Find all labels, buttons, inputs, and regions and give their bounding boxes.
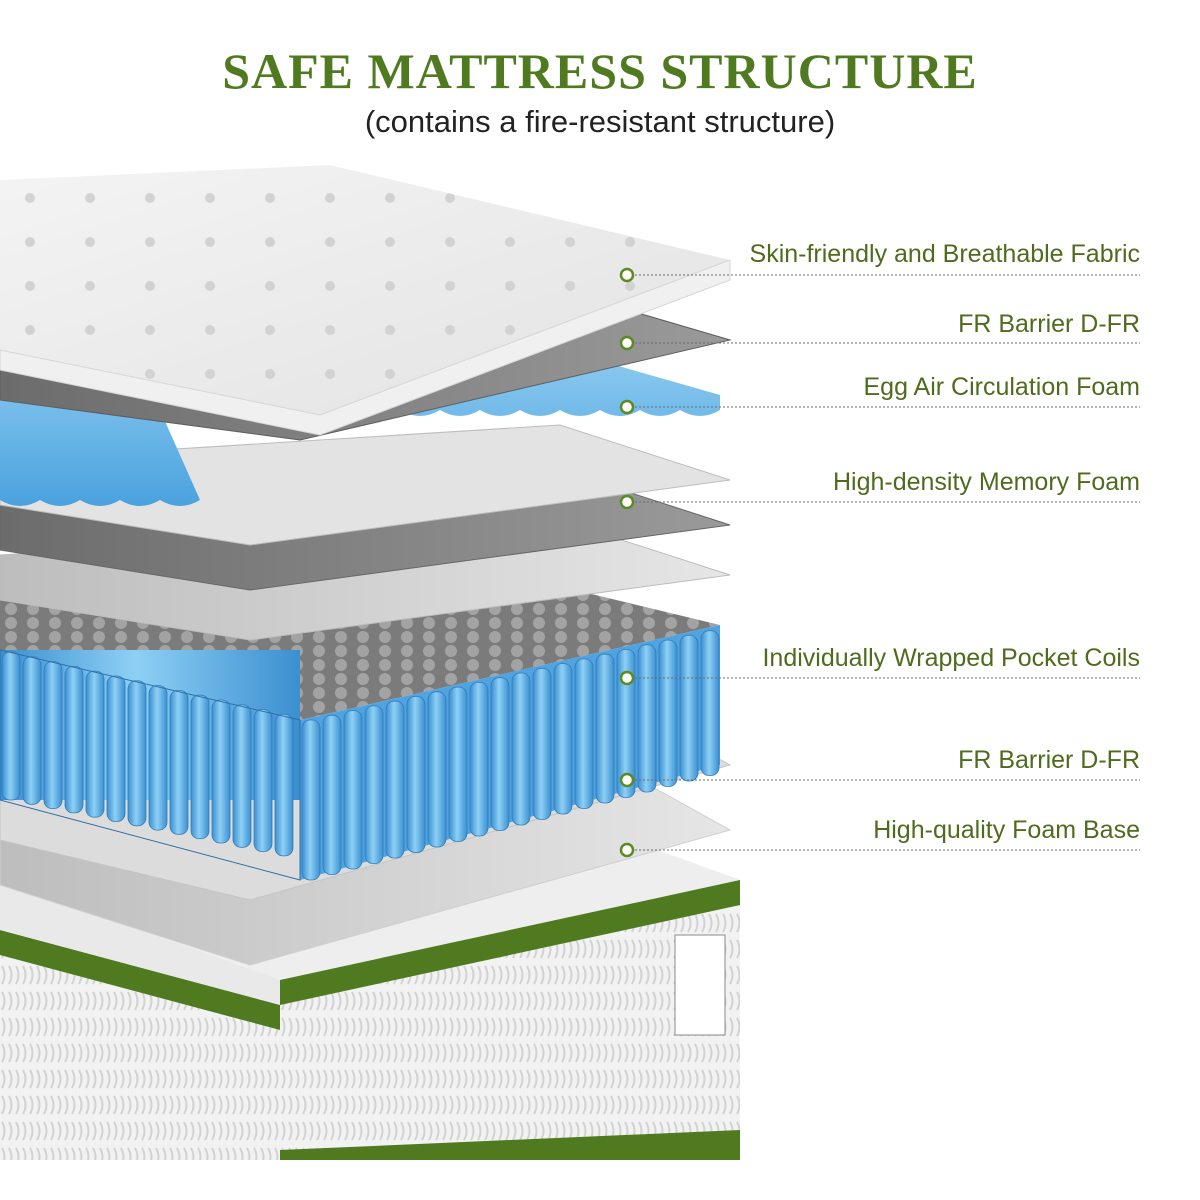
coil-column: [574, 658, 594, 809]
page-subtitle: (contains a fire-resistant structure): [364, 104, 836, 139]
coil-column: [679, 635, 699, 782]
coil-columns: [1, 630, 720, 881]
coil-column: [127, 680, 147, 827]
layer-label: High-density Memory Foam: [832, 468, 1140, 496]
coil-column: [637, 644, 657, 793]
coil-column: [532, 667, 552, 820]
coil-column: [232, 704, 252, 848]
coil-column: [211, 699, 231, 844]
leader-lines: [619, 267, 1140, 858]
coil-column: [700, 630, 720, 776]
coil-column: [595, 653, 615, 804]
coil-column: [553, 663, 573, 815]
bullet-dot-icon: [619, 842, 635, 858]
bullet-dot-icon: [619, 670, 635, 686]
layer-label: FR Barrier D-FR: [958, 746, 1140, 774]
coil-column: [190, 694, 210, 840]
layer-label: High-quality Foam Base: [873, 816, 1140, 844]
coil-column: [490, 677, 510, 831]
coil-column: [385, 700, 405, 859]
coil-column: [616, 649, 636, 798]
layer-label: Egg Air Circulation Foam: [863, 373, 1140, 401]
coil-column: [511, 672, 531, 826]
coil-column: [406, 696, 426, 853]
coil-column: [43, 661, 63, 809]
coil-column: [253, 709, 273, 852]
bullet-dot-icon: [619, 494, 635, 510]
bullet-dot-icon: [619, 399, 635, 415]
coil-column: [658, 639, 678, 787]
coil-column: [301, 719, 321, 881]
page-title: SAFE MATTRESS STRUCTURE: [222, 43, 978, 99]
coil-column: [148, 685, 168, 831]
coil-column: [448, 686, 468, 842]
layer-label: FR Barrier D-FR: [958, 310, 1140, 338]
layer-label: Individually Wrapped Pocket Coils: [762, 644, 1140, 672]
coil-column: [427, 691, 447, 848]
coil-column: [343, 710, 363, 870]
coil-column: [106, 675, 126, 822]
coil-column: [85, 670, 105, 818]
coil-column: [322, 714, 342, 875]
coil-column: [22, 656, 42, 805]
layer-label: Skin-friendly and Breathable Fabric: [749, 240, 1140, 268]
coil-column: [64, 666, 84, 814]
coil-column: [469, 682, 489, 837]
brand-label-icon: [674, 934, 726, 1036]
coil-column: [1, 651, 21, 801]
coil-column: [169, 690, 189, 835]
bullet-dot-icon: [619, 267, 635, 283]
top-fabric-layer: [0, 165, 731, 436]
bullet-dot-icon: [619, 772, 635, 788]
coil-column: [364, 705, 384, 864]
coil-column: [274, 714, 294, 857]
bullet-dot-icon: [619, 335, 635, 351]
memory-foam-sheet-1: [0, 424, 731, 546]
